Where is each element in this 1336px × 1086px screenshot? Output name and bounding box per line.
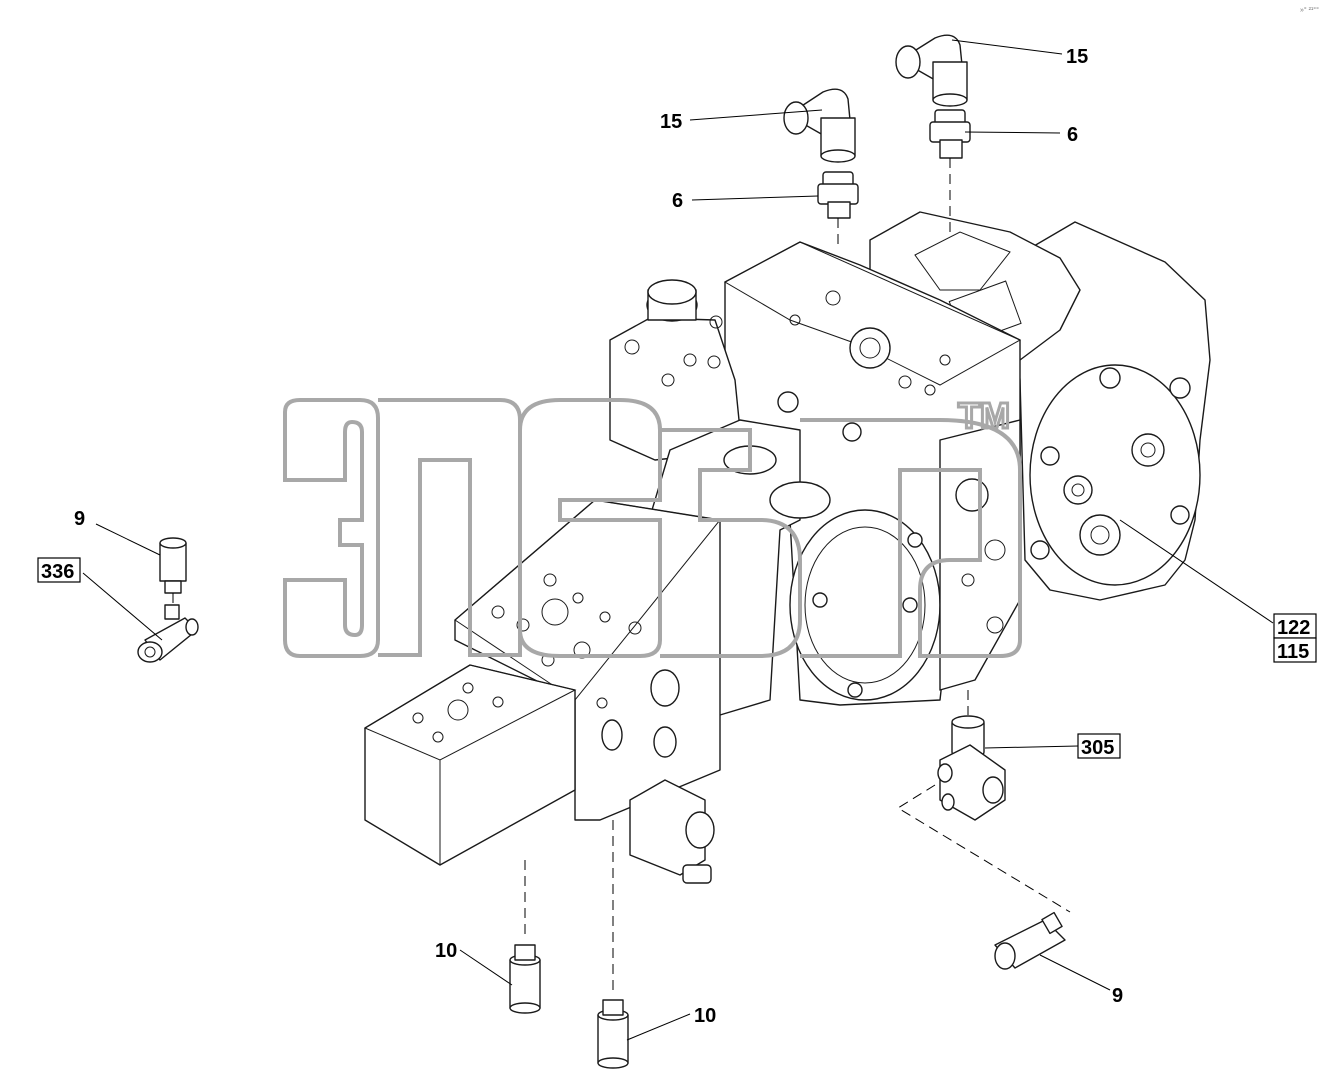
callout-labels: 15 15 6 6 9 336 122 115 305 10 10 9 xyxy=(37,46,1317,1027)
watermark-logo: TM xyxy=(283,394,1022,658)
callout-6-right: 6 xyxy=(1067,124,1078,146)
callout-115: 115 xyxy=(1277,641,1309,663)
callout-6-left: 6 xyxy=(672,190,683,212)
plug-9-right xyxy=(994,911,1066,970)
plug-9-left xyxy=(159,537,187,594)
hydraulic-pump-assembly xyxy=(363,211,1211,884)
assembly-center-lines xyxy=(172,158,1071,995)
callout-336-box xyxy=(37,557,81,583)
callout-305-box xyxy=(1077,733,1121,759)
callout-9-right: 9 xyxy=(1112,985,1123,1007)
callout-10-left: 10 xyxy=(435,940,457,962)
leader-lines xyxy=(82,39,1274,1041)
tee-fitting-305 xyxy=(937,715,1006,821)
end-cover-plate xyxy=(1029,364,1201,586)
callout-122: 122 xyxy=(1277,617,1310,639)
callout-336: 336 xyxy=(41,561,74,583)
adapter-6-left xyxy=(817,171,859,219)
callout-15-right: 15 xyxy=(1066,46,1088,68)
corner-note: »° ²¹°° xyxy=(1300,6,1319,14)
plug-10-right xyxy=(597,999,629,1069)
plug-10-left xyxy=(509,944,541,1014)
callout-305: 305 xyxy=(1081,737,1114,759)
callout-15-left: 15 xyxy=(660,111,682,133)
elbow-fitting-15-right xyxy=(895,34,968,107)
callout-10-right: 10 xyxy=(694,1005,716,1027)
adapter-6-right xyxy=(929,109,971,159)
watermark-tm: TM xyxy=(958,395,1010,436)
callout-115-box xyxy=(1273,637,1317,663)
callout-9-left: 9 xyxy=(74,508,85,530)
elbow-fitting-15-left xyxy=(783,88,856,163)
tee-fitting-336 xyxy=(137,604,199,663)
